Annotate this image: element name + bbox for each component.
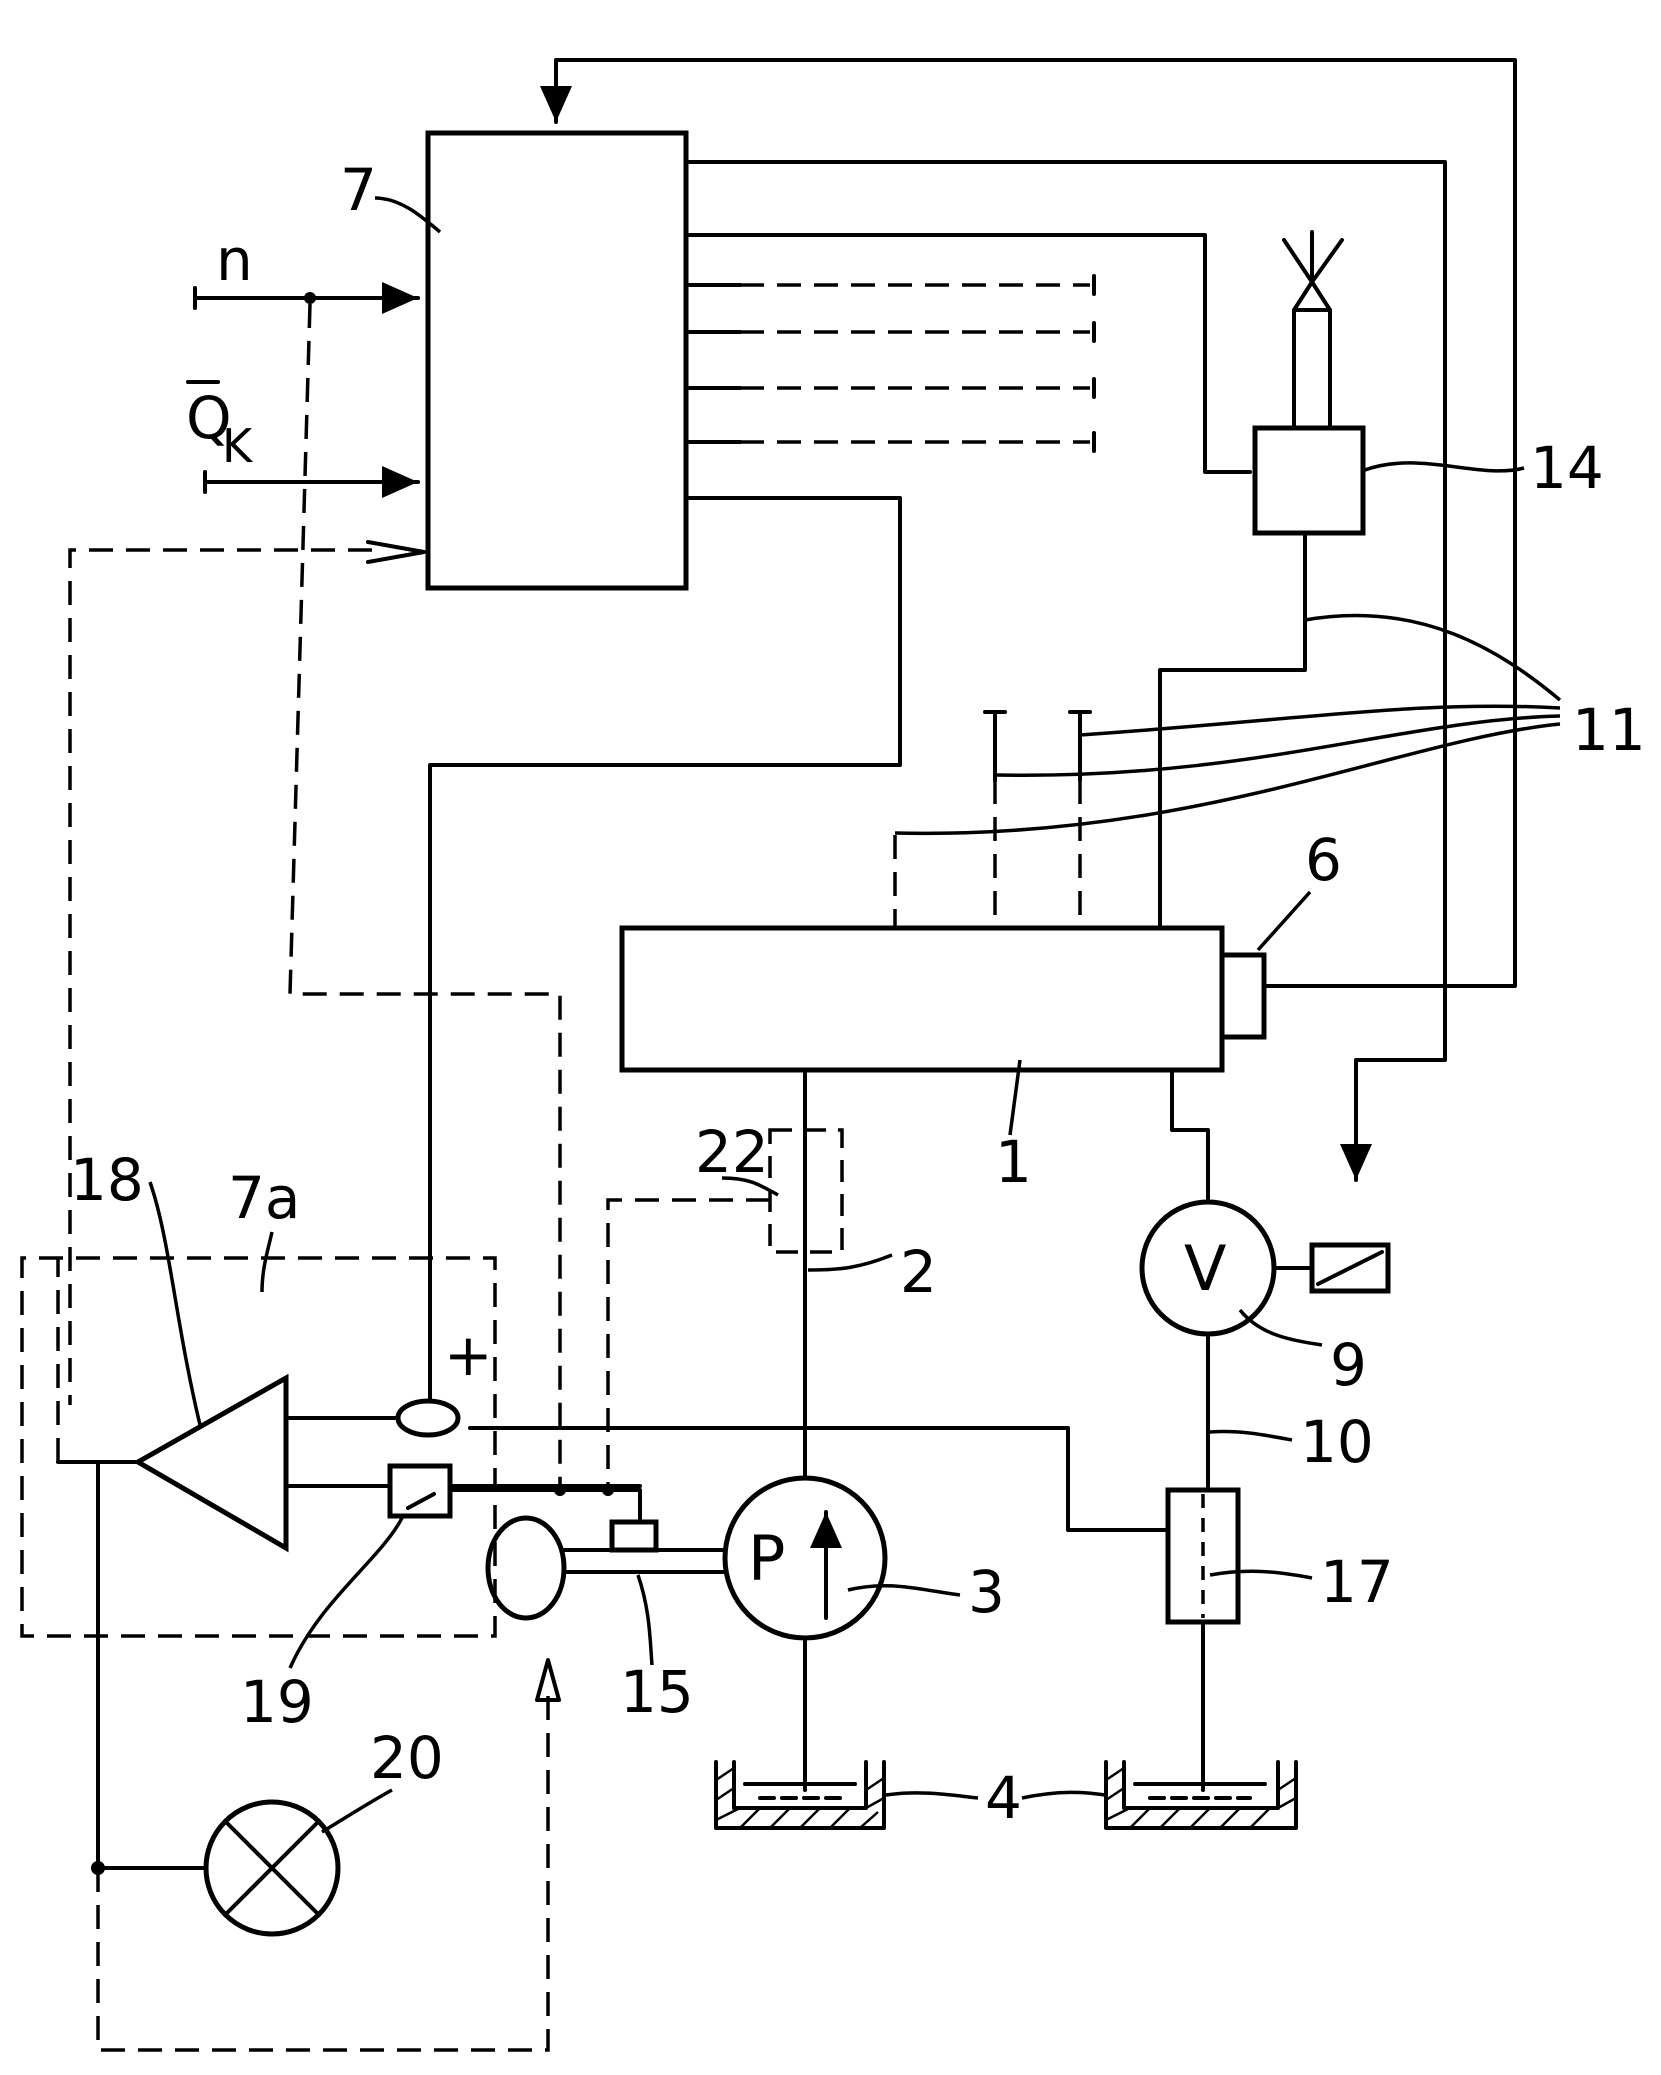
label-10: 10 <box>1300 1408 1374 1476</box>
drive-motor <box>488 1518 564 1618</box>
dashed-22-line <box>608 1200 770 1490</box>
label-7: 7 <box>340 156 377 224</box>
label-11: 11 <box>1572 696 1646 764</box>
dashed-feedback-arrowhead <box>368 542 424 562</box>
comparator-18 <box>138 1378 286 1548</box>
label-1: 1 <box>995 1128 1032 1196</box>
label-15-leader <box>638 1575 652 1665</box>
input-n-label: n <box>216 226 253 294</box>
label-6: 6 <box>1305 826 1342 894</box>
injector-14 <box>1255 232 1363 533</box>
input-qk-label: Q K <box>186 382 254 473</box>
sensor-15 <box>612 1522 656 1550</box>
tank-pump <box>716 1762 884 1828</box>
label-20: 20 <box>370 1724 444 1792</box>
label-17: 17 <box>1320 1548 1394 1616</box>
label-7a: 7a <box>228 1164 300 1232</box>
feedback-line-6-to-7 <box>556 60 1515 986</box>
label-4-leader-a <box>886 1793 978 1798</box>
element-19 <box>390 1466 450 1516</box>
pump-label: P <box>748 1522 785 1595</box>
rail-1-block <box>622 928 1222 1070</box>
label-6-leader <box>1258 892 1310 950</box>
return-line-top <box>1172 1070 1208 1202</box>
label-3: 3 <box>968 1558 1005 1626</box>
injector-line <box>1160 533 1305 928</box>
label-20-leader <box>322 1790 392 1832</box>
label-18-leader <box>150 1182 200 1425</box>
dashed-motor-arrowhead <box>537 1660 559 1700</box>
valve-label: V <box>1184 1232 1226 1305</box>
label-22: 22 <box>695 1118 769 1186</box>
control-unit-block <box>428 133 686 588</box>
output-line-to-injector <box>686 235 1250 472</box>
svg-text:K: K <box>222 419 254 473</box>
label-9: 9 <box>1330 1331 1367 1399</box>
label-14: 14 <box>1530 434 1604 502</box>
sensor-6 <box>1222 955 1264 1037</box>
dashed-feedback-input <box>70 550 372 1405</box>
plus-sign: + <box>444 1321 493 1389</box>
lead-11-a <box>1305 615 1560 700</box>
label-10-leader <box>1210 1432 1292 1440</box>
label-7a-leader <box>262 1232 272 1292</box>
label-4: 4 <box>985 1764 1022 1832</box>
dashed-output-stubs <box>686 276 1094 451</box>
label-2-leader <box>808 1255 892 1270</box>
label-2: 2 <box>900 1238 937 1306</box>
comparator-output-line <box>98 1462 205 1868</box>
label-18: 18 <box>70 1146 144 1214</box>
input-n-junction <box>304 292 316 304</box>
label-19-leader <box>290 1518 402 1668</box>
label-15: 15 <box>620 1658 694 1726</box>
label-19: 19 <box>240 1668 314 1736</box>
summing-junction <box>398 1401 458 1435</box>
label-4-leader-b <box>1022 1792 1105 1798</box>
